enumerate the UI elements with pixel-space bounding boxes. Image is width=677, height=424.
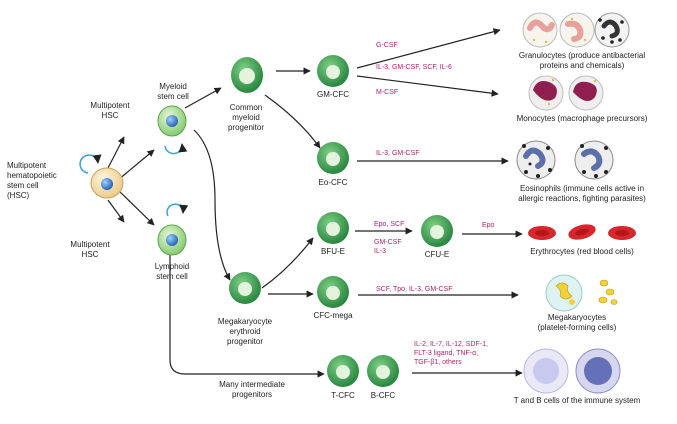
label-monocytes: Monocytes (macrophage precursors) [516,114,648,123]
label-hsc: Multipotent hematopoietic stem cell (HSC… [7,161,57,200]
myeloid-stem-cell [157,105,187,137]
bfu-e-cell [317,212,349,244]
megakaryocyte-cells [545,274,618,312]
label-eo-cfc: Eo-CFC [318,178,348,187]
factor-mega: SCF, Tpo, IL-3, GM-CSF [376,286,453,293]
factor-il3-gm-scf-il6: IL-3, GM-CSF, SCF, IL-6 [376,64,452,71]
factor-g-csf: G-CSF [376,42,398,49]
label-mep: Megakaryocyte erythroid progenitor [217,317,273,346]
factor-lymph: IL-2, IL-7, IL-12, SDF-1, FLT-3 ligand, … [414,341,488,366]
label-lymphoid-stem-cell: Lymphoid stem cell [154,262,190,281]
factor-gm-il3: GM-CSF IL-3 [374,239,402,255]
arrows [107,28,523,378]
label-b-cfc: B-CFC [370,391,396,400]
label-many-intermediate: Many intermediate progenitors [219,380,285,399]
label-bfu-e: BFU-E [321,247,345,256]
cfu-e-cell [421,215,453,247]
eo-cfc-cell [317,142,349,174]
b-cfc-cell [367,355,399,387]
label-tb-cells: T and B cells of the immune system [513,396,641,405]
lymphoid-stem-cell [157,224,187,256]
factor-epo: Epo [482,222,495,229]
label-megakaryocytes: Megakaryocytes (platelet-forming cells) [537,313,617,332]
factor-m-csf: M-CSF [376,89,399,96]
factor-il3-gm: IL-3, GM-CSF [376,150,420,157]
gm-cfc-cell [317,55,349,87]
lymphocyte-cells [523,348,621,394]
label-cfu-e: CFU-E [424,250,450,259]
self-renewal-icons [79,143,189,217]
label-gm-cfc: GM-CFC [317,90,349,99]
cmp-cell [231,57,263,93]
label-t-cfc: T-CFC [331,391,355,400]
label-erythrocytes: Erythrocytes (red blood cells) [530,247,634,256]
progenitor-cells [229,55,453,387]
erythrocyte-cells [528,224,636,240]
hsc-cell [90,167,124,199]
label-multipotent-hsc-top: Multipotent HSC [90,101,130,120]
cfc-mega-cell [317,276,349,308]
factor-epo-scf: Epo, SCF [374,221,405,228]
monocyte-cells [528,75,604,111]
label-myeloid-stem-cell: Myeloid stem cell [157,82,189,101]
t-cfc-cell [327,355,359,387]
eosinophil-cells [516,140,614,180]
label-cfc-mega: CFC-mega [313,311,353,320]
granulocyte-cells [522,12,630,48]
label-common-myeloid-progenitor: Common myeloid progenitor [227,103,265,132]
label-eosinophils: Eosinophils (immune cells active in alle… [518,184,646,203]
mep-cell [229,272,261,304]
label-multipotent-hsc-bottom: Multipotent HSC [70,240,110,259]
label-granulocytes: Granulocytes (produce antibacterial prot… [518,51,646,70]
